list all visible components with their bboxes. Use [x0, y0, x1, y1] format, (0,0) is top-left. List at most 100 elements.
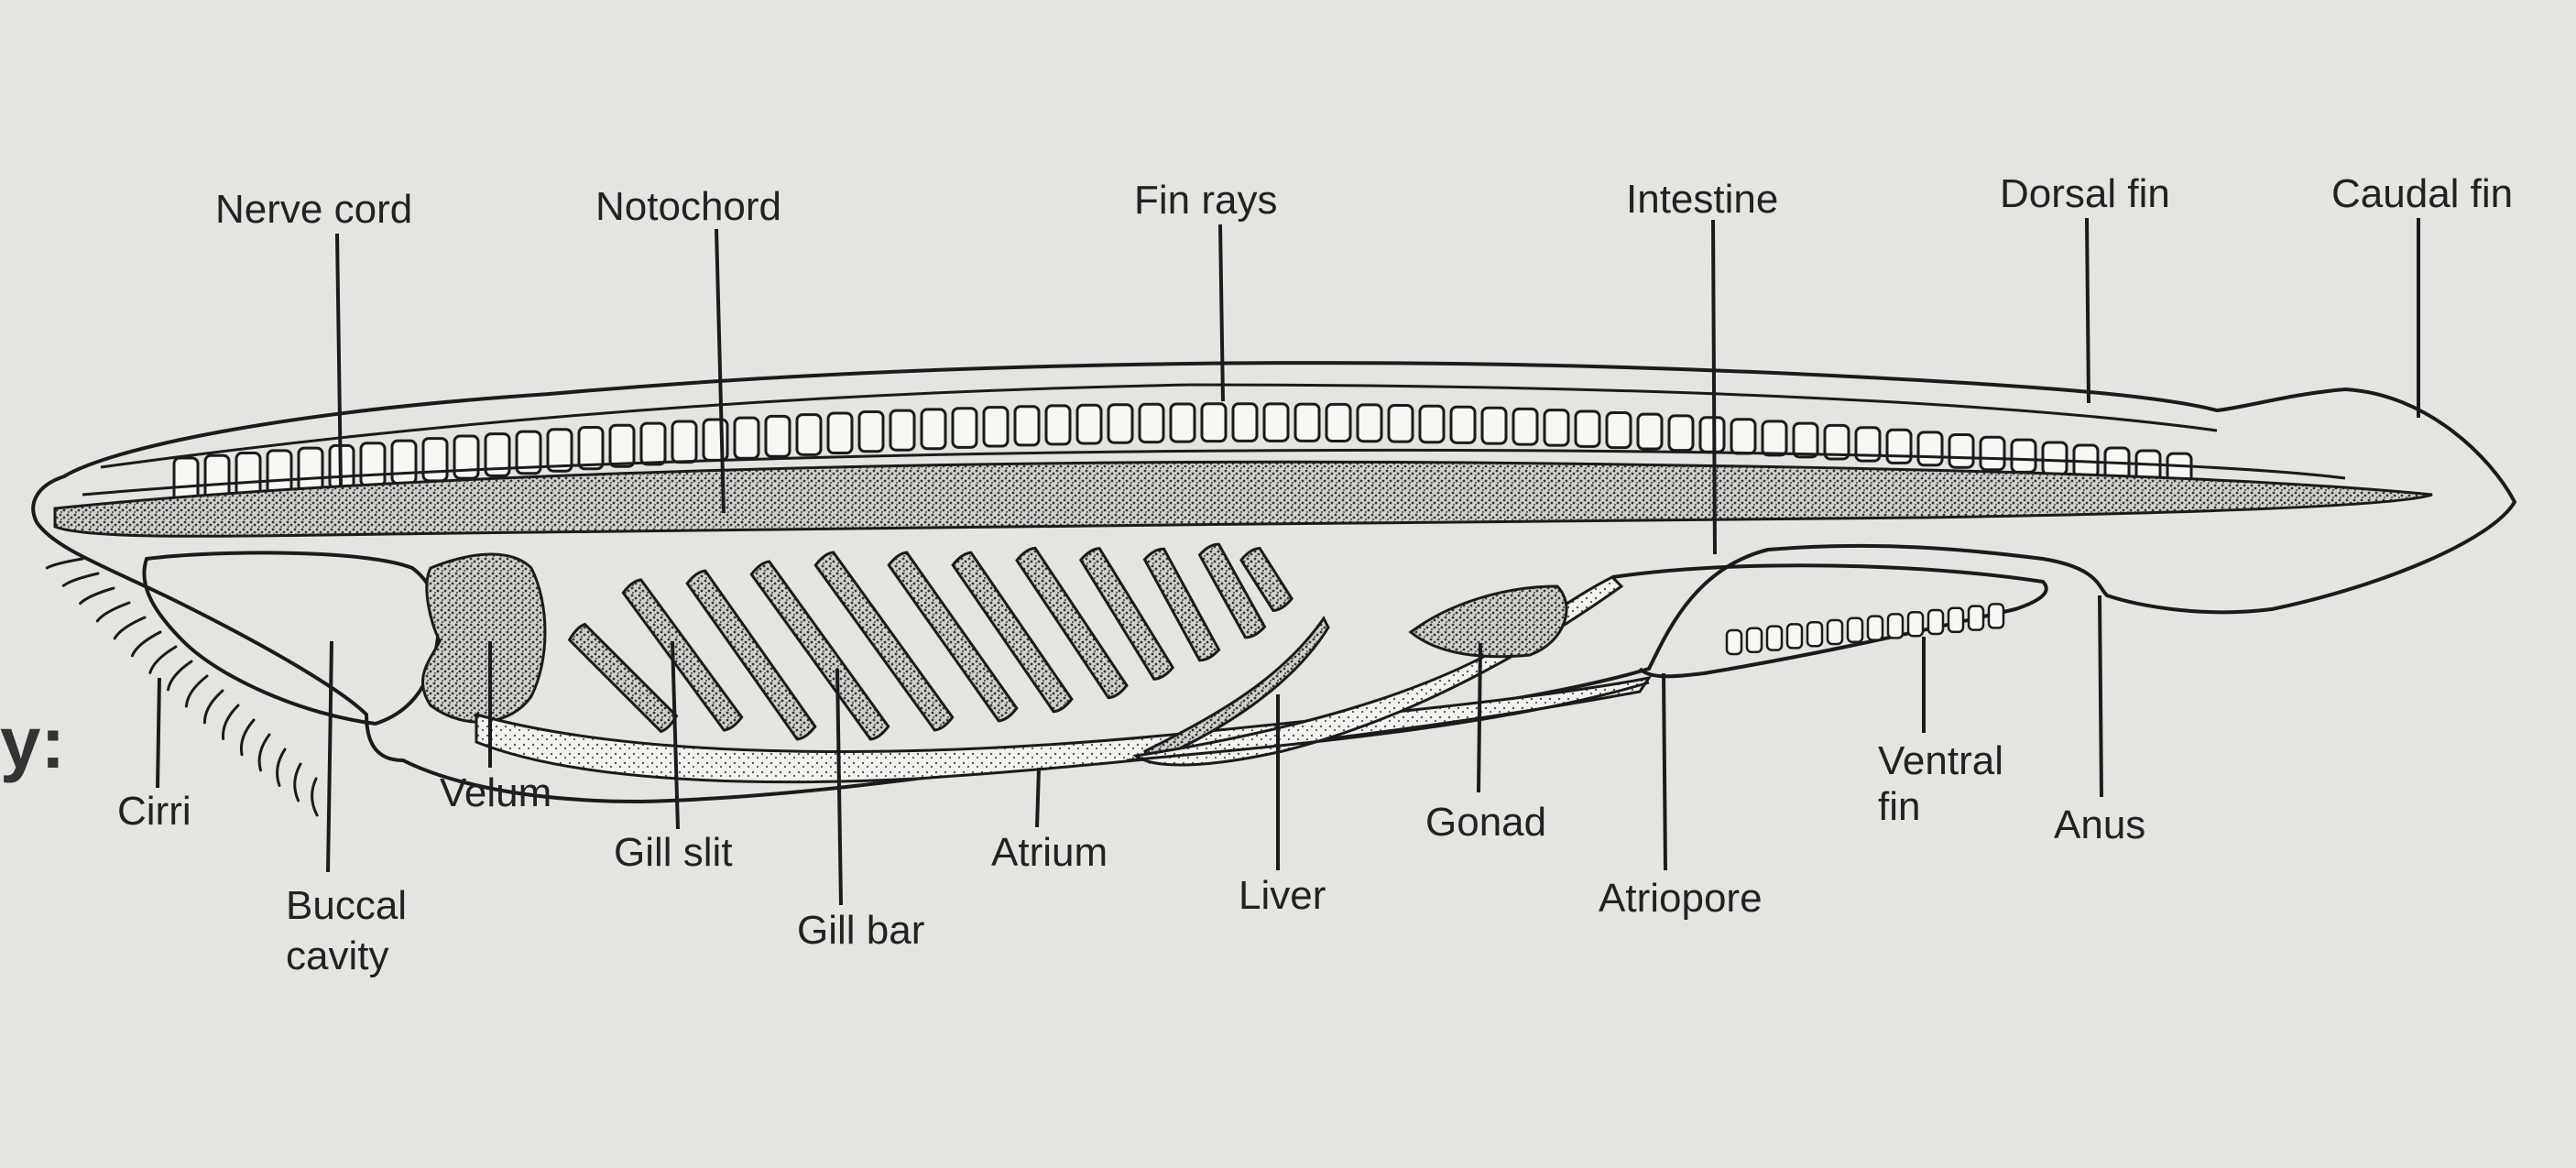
fin-ray	[951, 407, 978, 449]
fin-ray	[1667, 414, 1695, 453]
fin-ray	[2010, 438, 2037, 474]
fin-ray	[1418, 404, 1446, 444]
ventral-fin-ray	[1745, 627, 1763, 654]
ventral-fin-ray	[1967, 605, 1985, 631]
labels: Nerve cord Notochord Fin rays Intestine …	[117, 171, 2513, 978]
gill-bar	[951, 551, 1074, 714]
label-ventral-fin-2: fin	[1878, 784, 1920, 829]
label-liver: Liver	[1239, 873, 1326, 918]
gill-bar	[1015, 546, 1129, 700]
label-gill-bar: Gill bar	[797, 908, 924, 953]
fin-ray	[1138, 402, 1165, 444]
buccal-cavity	[142, 551, 441, 726]
ventral-fin-rays	[1725, 603, 2005, 656]
gill-bar	[1239, 547, 1293, 612]
fin-ray	[421, 437, 449, 483]
ventral-fin-ray	[1826, 618, 1844, 646]
fin-ray	[920, 408, 947, 451]
gill-bar	[621, 578, 744, 732]
fin-ray	[671, 420, 698, 464]
fin-ray	[1480, 406, 1508, 445]
label-dorsal-fin: Dorsal fin	[2000, 171, 2170, 216]
cirrus	[311, 777, 319, 817]
gill-bar	[1142, 547, 1221, 662]
fin-ray	[546, 428, 573, 473]
intestine	[1611, 563, 2048, 679]
cirrus	[239, 718, 256, 757]
fin-ray	[1044, 404, 1072, 446]
body-outline	[31, 361, 2517, 804]
fin-ray	[1948, 433, 1975, 469]
cirrus	[45, 557, 84, 570]
animal-body	[31, 361, 2517, 817]
fin-ray	[1761, 420, 1788, 457]
fin-ray	[982, 406, 1010, 448]
dorsal-fin-line	[100, 383, 2218, 469]
fin-ray	[1107, 403, 1134, 444]
fin-ray	[795, 413, 823, 456]
cirrus	[130, 630, 162, 658]
leader-atrium	[1035, 767, 1041, 828]
fin-ray	[1293, 402, 1321, 442]
fin-ray	[1698, 416, 1726, 453]
label-buccal-cavity-2: cavity	[286, 933, 388, 978]
liver	[1132, 575, 1624, 767]
gill-bar	[567, 622, 679, 734]
label-nerve-cord: Nerve cord	[215, 187, 412, 232]
fin-ray	[857, 410, 885, 453]
label-caudal-fin: Caudal fin	[2331, 171, 2513, 216]
leader-gill-slit	[671, 640, 680, 830]
leader-fin-rays	[1218, 224, 1225, 402]
fin-ray	[2041, 441, 2068, 476]
ventral-fin-ray	[1906, 610, 1925, 638]
leader-atriopore	[1662, 672, 1667, 871]
fin-ray	[1730, 418, 1757, 455]
fin-ray	[764, 414, 791, 458]
cirrus	[113, 616, 147, 640]
leader-cirri	[156, 677, 161, 789]
leader-notochord	[715, 228, 726, 514]
fin-ray	[1512, 407, 1539, 446]
ventral-fin-ray	[1725, 628, 1743, 656]
atrium-floor	[475, 675, 1653, 784]
gill-bar	[1143, 616, 1330, 764]
cirrus	[184, 674, 209, 708]
label-gonad: Gonad	[1425, 800, 1546, 845]
fin-ray	[1231, 402, 1259, 442]
cirrus	[257, 733, 271, 772]
fin-ray	[733, 416, 760, 460]
fin-ray	[1325, 402, 1352, 442]
leader-dorsal-fin	[2085, 217, 2090, 404]
leader-lines	[156, 217, 2420, 906]
fin-ray	[1854, 426, 1882, 463]
ventral-fin-ray	[1866, 615, 1884, 641]
fin-ray	[1823, 423, 1850, 461]
label-anus: Anus	[2054, 802, 2145, 847]
fin-ray	[1169, 402, 1196, 443]
fin-ray	[1979, 435, 2006, 472]
leader-anus	[2098, 595, 2103, 798]
leader-buccal-cavity	[326, 640, 333, 873]
leader-gonad	[1477, 642, 1482, 793]
fin-ray	[1605, 411, 1632, 450]
clipped-margin-text: y:	[0, 702, 65, 783]
cirrus	[293, 762, 302, 802]
atrium-line	[1126, 681, 1650, 762]
ventral-fin-ray	[1806, 620, 1824, 648]
cirri	[45, 557, 319, 817]
cirrus	[222, 704, 240, 741]
label-atrium: Atrium	[991, 830, 1108, 875]
fin-ray	[1885, 428, 1913, 464]
ventral-fin-ray	[1987, 603, 2005, 629]
fin-ray	[1200, 402, 1228, 443]
gill-bar	[1078, 547, 1175, 681]
gill-bars	[567, 542, 1330, 764]
fin-ray	[1449, 405, 1477, 444]
fin-ray	[608, 423, 636, 468]
fin-ray	[1636, 412, 1664, 451]
gill-bar	[1197, 542, 1267, 639]
fin-ray	[1792, 421, 1819, 459]
fin-ray	[390, 439, 418, 486]
gill-bar	[749, 560, 890, 741]
